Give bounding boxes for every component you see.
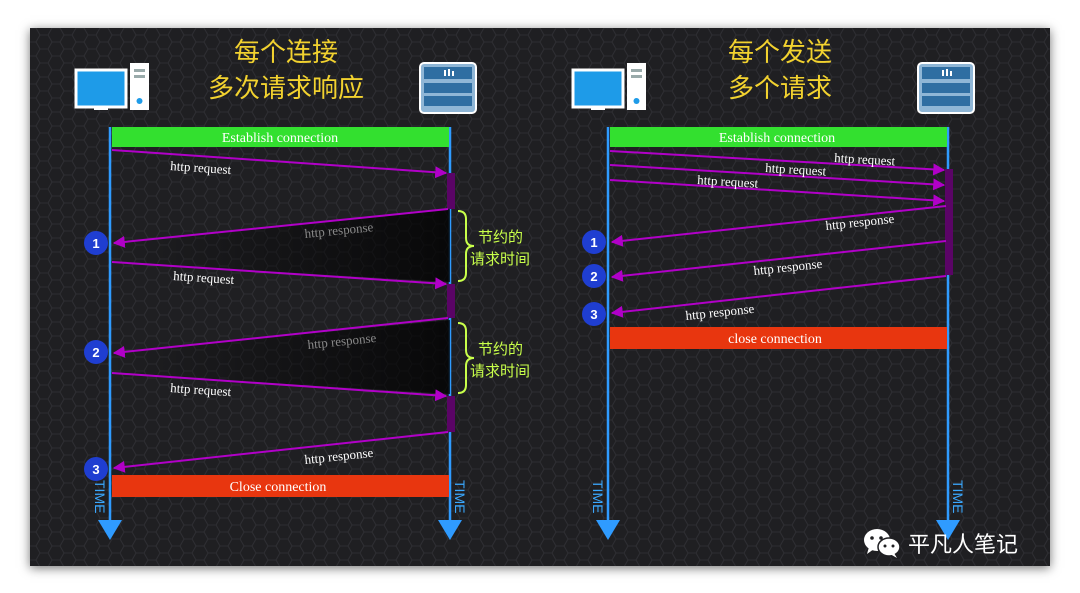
request-arrow-3 (111, 372, 448, 402)
request-label-1: http request (834, 150, 896, 169)
request-label-2: http request (765, 160, 827, 179)
response-arrow-3 (112, 431, 449, 473)
desktop-computer-icon (74, 63, 149, 110)
right-panel: 每个发送 多个请求 TIME TIME Establish connection (571, 38, 975, 540)
response-number-marker-2 (582, 264, 606, 288)
watermark: 平凡人笔记 (862, 526, 1018, 560)
server-timeline-arrowhead (438, 520, 462, 540)
left-time-label-client: TIME (92, 480, 108, 513)
server-rack-icon (419, 62, 477, 114)
response-number-3: 3 (590, 307, 597, 322)
wechat-icon (864, 529, 901, 558)
desktop-computer-icon (571, 63, 646, 110)
right-time-label-server: TIME (950, 480, 966, 513)
response-label-1: http response (825, 211, 895, 233)
left-title-line2: 多次请求响应 (208, 74, 364, 104)
response-label-2: http response (307, 330, 377, 352)
request-label-3: http request (170, 380, 232, 399)
client-timeline-arrowhead (98, 520, 122, 540)
response-number-2: 2 (92, 345, 99, 360)
close-connection-bar (610, 327, 947, 349)
server-processing-3 (447, 396, 455, 432)
client-timeline-arrowhead (596, 520, 620, 540)
saved-time-shade-1 (110, 209, 450, 282)
close-connection-label: Close connection (230, 480, 327, 495)
right-title-line1: 每个发送 (728, 38, 832, 68)
response-number-2: 2 (590, 269, 597, 284)
response-number-marker-2 (84, 340, 108, 364)
request-arrow-2 (609, 164, 946, 191)
close-connection-label: close connection (728, 332, 822, 347)
server-processing (945, 169, 953, 275)
response-number-3: 3 (92, 462, 99, 477)
response-number-marker-1 (84, 231, 108, 255)
server-rack-icon (917, 62, 975, 114)
saved-time-label-1a: 节约的 (478, 228, 523, 246)
request-label-3: http request (697, 172, 759, 191)
request-arrow-1 (609, 150, 946, 176)
saved-time-brace-1 (457, 210, 475, 282)
left-time-label-server: TIME (452, 480, 468, 513)
establish-connection-bar (112, 127, 449, 147)
request-label-1: http request (170, 158, 232, 177)
establish-connection-label: Establish connection (222, 131, 338, 146)
response-label-3: http response (304, 445, 374, 467)
left-title-line1: 每个连接 (234, 38, 338, 68)
request-label-2: http request (173, 268, 235, 287)
request-arrow-3 (609, 179, 946, 207)
response-number-1: 1 (92, 236, 99, 251)
saved-time-label-1b: 请求时间 (470, 250, 530, 268)
close-connection-bar (112, 475, 449, 497)
response-arrow-1 (610, 205, 947, 247)
watermark-text: 平凡人笔记 (908, 533, 1019, 558)
request-arrow-1 (111, 149, 448, 179)
right-time-label-client: TIME (590, 480, 606, 513)
left-panel: 每个连接 多次请求响应 TIME TIME E (74, 38, 530, 540)
response-arrow-2 (610, 240, 947, 282)
saved-time-brace-2 (457, 322, 475, 394)
saved-time-shade-2 (110, 320, 450, 394)
response-number-marker-1 (582, 230, 606, 254)
response-label-2: http response (753, 256, 823, 278)
response-number-marker-3 (582, 302, 606, 326)
response-number-marker-3 (84, 457, 108, 481)
response-arrow-1 (112, 208, 449, 248)
server-processing-1 (447, 173, 455, 209)
response-arrow-3 (610, 275, 947, 318)
saved-time-label-2a: 节约的 (478, 340, 523, 358)
response-label-1: http response (304, 219, 374, 241)
right-title-line2: 多个请求 (728, 74, 832, 104)
server-processing-2 (447, 284, 455, 318)
establish-connection-label: Establish connection (719, 131, 835, 146)
response-number-1: 1 (590, 235, 597, 250)
request-arrow-2 (111, 261, 448, 290)
response-arrow-2 (112, 317, 449, 358)
saved-time-label-2b: 请求时间 (470, 362, 530, 380)
response-label-3: http response (685, 301, 755, 323)
server-timeline-arrowhead (936, 520, 960, 540)
establish-connection-bar (610, 127, 947, 147)
